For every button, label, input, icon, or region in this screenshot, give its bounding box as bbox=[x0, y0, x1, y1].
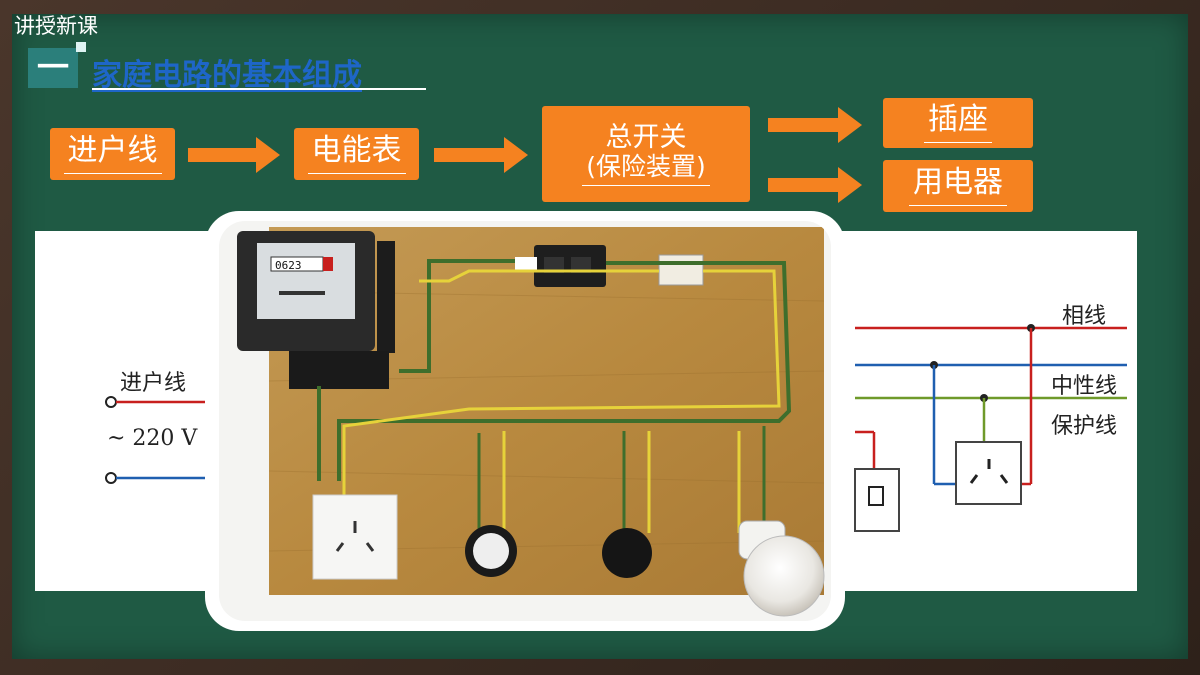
section-underline bbox=[92, 88, 426, 90]
circuit-board-photo: 0623 bbox=[219, 221, 831, 621]
section-number: 一 bbox=[28, 42, 86, 88]
voltage-label: ~ 220 V bbox=[107, 426, 198, 451]
flow-label-incoming: 进户线 bbox=[63, 134, 162, 174]
flow-box-appliance: 用电器 bbox=[883, 160, 1033, 212]
circuit-lines bbox=[105, 324, 1127, 532]
arrow-icon bbox=[434, 137, 528, 173]
flow-box-meter: 电能表 bbox=[294, 128, 419, 180]
flow-box-main-switch: 总开关 (保险装置) bbox=[542, 106, 750, 202]
flow-box-incoming: 进户线 bbox=[50, 128, 175, 180]
arrow-icon bbox=[768, 167, 862, 203]
incoming-line-label: 进户线 bbox=[120, 371, 187, 396]
meter-reading: 0623 bbox=[275, 259, 302, 272]
flow-label-fuse: (保险装置) bbox=[582, 152, 710, 187]
phase-line-label: 相线 bbox=[1062, 304, 1107, 329]
neutral-line-label: 中性线 bbox=[1051, 374, 1118, 399]
flow-label-main-switch: 总开关 bbox=[605, 121, 687, 153]
circuit-board-illustration: 0623 bbox=[219, 221, 831, 621]
section-title: 家庭电路的基本组成 bbox=[92, 58, 362, 93]
flow-label-meter: 电能表 bbox=[307, 134, 406, 174]
photo-frame: 0623 bbox=[205, 211, 845, 631]
corner-tag: 讲授新课 bbox=[14, 14, 98, 38]
flow-label-appliance: 用电器 bbox=[909, 166, 1007, 206]
arrow-icon bbox=[188, 137, 280, 173]
flow-label-socket: 插座 bbox=[924, 103, 992, 143]
ground-line-label: 保护线 bbox=[1051, 414, 1118, 439]
arrow-icon bbox=[768, 107, 862, 143]
flow-box-socket: 插座 bbox=[883, 98, 1033, 148]
